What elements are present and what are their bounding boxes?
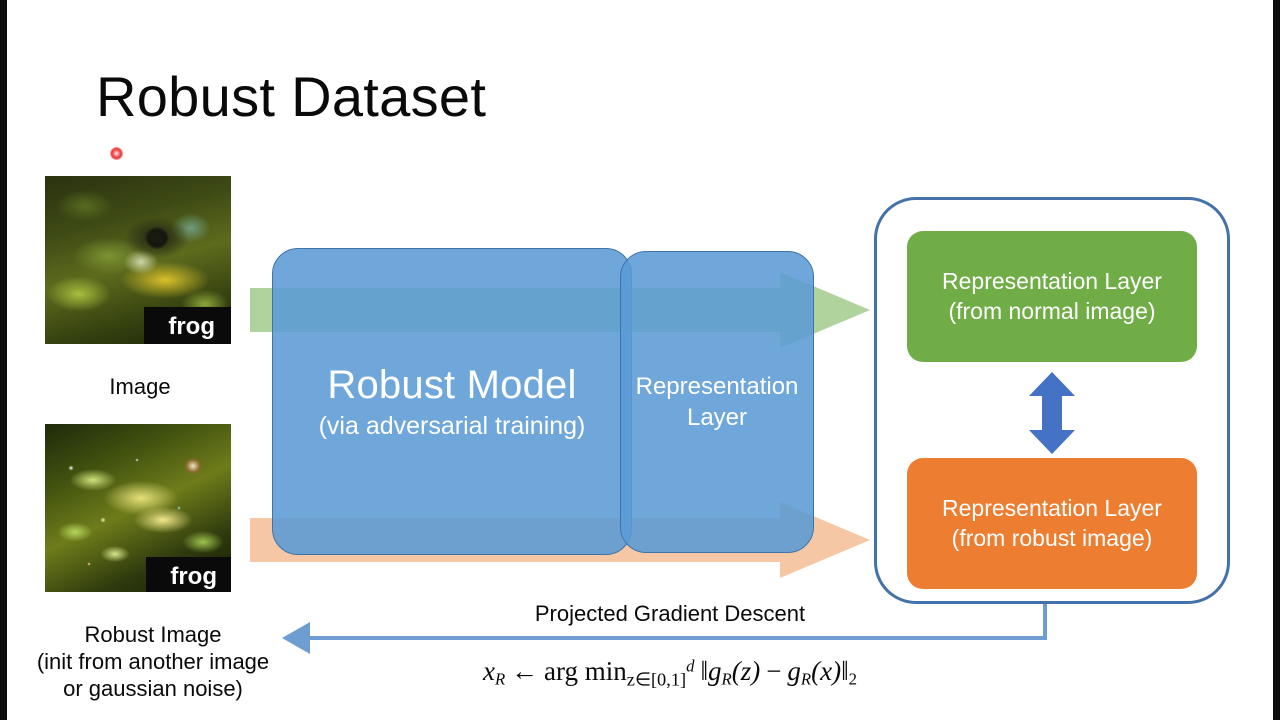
representation-card-normal: Representation Layer (from normal image)	[907, 231, 1197, 362]
formula-g2: g	[787, 656, 801, 686]
representation-card-normal-line-1: Representation Layer	[942, 268, 1162, 295]
robust-caption-line-1: Robust Image	[84, 622, 222, 647]
letterbox-left	[0, 0, 7, 720]
normal-image-thumbnail: frog	[45, 176, 231, 344]
projected-gradient-descent-label: Projected Gradient Descent	[534, 601, 806, 626]
formula-norm-close: ‖	[841, 656, 849, 686]
representation-comparison-container: Representation Layer (from normal image)…	[874, 197, 1230, 604]
formula-assign-arrow: ←	[511, 656, 539, 686]
formula-argmin: arg min	[544, 656, 627, 686]
formula-norm-open: ‖	[700, 656, 709, 686]
compare-double-arrow-icon	[1029, 372, 1075, 454]
formula-g2-sub: R	[800, 669, 812, 689]
formula-g2-arg: (x)	[811, 656, 842, 686]
objective-formula: xR←arg minz∈[0,1]d‖gR(z)−gR(x)‖2	[300, 656, 1040, 690]
formula-g1-arg: (z)	[731, 656, 761, 686]
status-badge: frog	[144, 307, 231, 344]
letterbox-right	[1273, 0, 1280, 720]
robust-model-box: Robust Model (via adversarial training)	[272, 248, 632, 555]
laser-pointer-dot-icon	[110, 147, 123, 160]
robust-image-frame: frog	[45, 424, 231, 592]
page-title: Robust Dataset	[96, 65, 487, 128]
representation-layer-line-2: Layer	[686, 404, 748, 431]
representation-layer-box: Representation Layer	[620, 251, 814, 553]
formula-condition: z∈[0,1]	[626, 669, 687, 690]
representation-card-robust: Representation Layer (from robust image)	[907, 458, 1197, 589]
representation-card-robust-line-2: (from robust image)	[951, 524, 1153, 551]
normal-image-caption: Image	[109, 374, 171, 399]
normal-image-frame: frog	[45, 176, 231, 344]
representation-layer-line-1: Representation	[635, 372, 799, 400]
robust-image-caption: Robust Image (init from another image or…	[0, 622, 308, 702]
representation-card-normal-line-2: (from normal image)	[948, 297, 1156, 324]
formula-lhs-var: x	[482, 656, 495, 686]
formula-norm-order: 2	[848, 669, 858, 689]
robust-model-subtitle: (via adversarial training)	[318, 411, 586, 440]
robust-caption-line-2: (init from another image	[36, 648, 270, 674]
representation-card-robust-line-1: Representation Layer	[942, 495, 1162, 522]
robust-model-title: Robust Model	[327, 362, 577, 407]
formula-g1: g	[708, 656, 722, 686]
robust-image-thumbnail: frog	[45, 424, 231, 592]
robust-caption-line-3: or gaussian noise)	[63, 675, 243, 701]
formula-g1-sub: R	[721, 669, 732, 689]
formula-minus: −	[766, 656, 782, 686]
formula-lhs-sub: R	[494, 669, 506, 689]
status-badge: frog	[146, 557, 231, 592]
formula-condition-exponent: d	[686, 656, 695, 676]
